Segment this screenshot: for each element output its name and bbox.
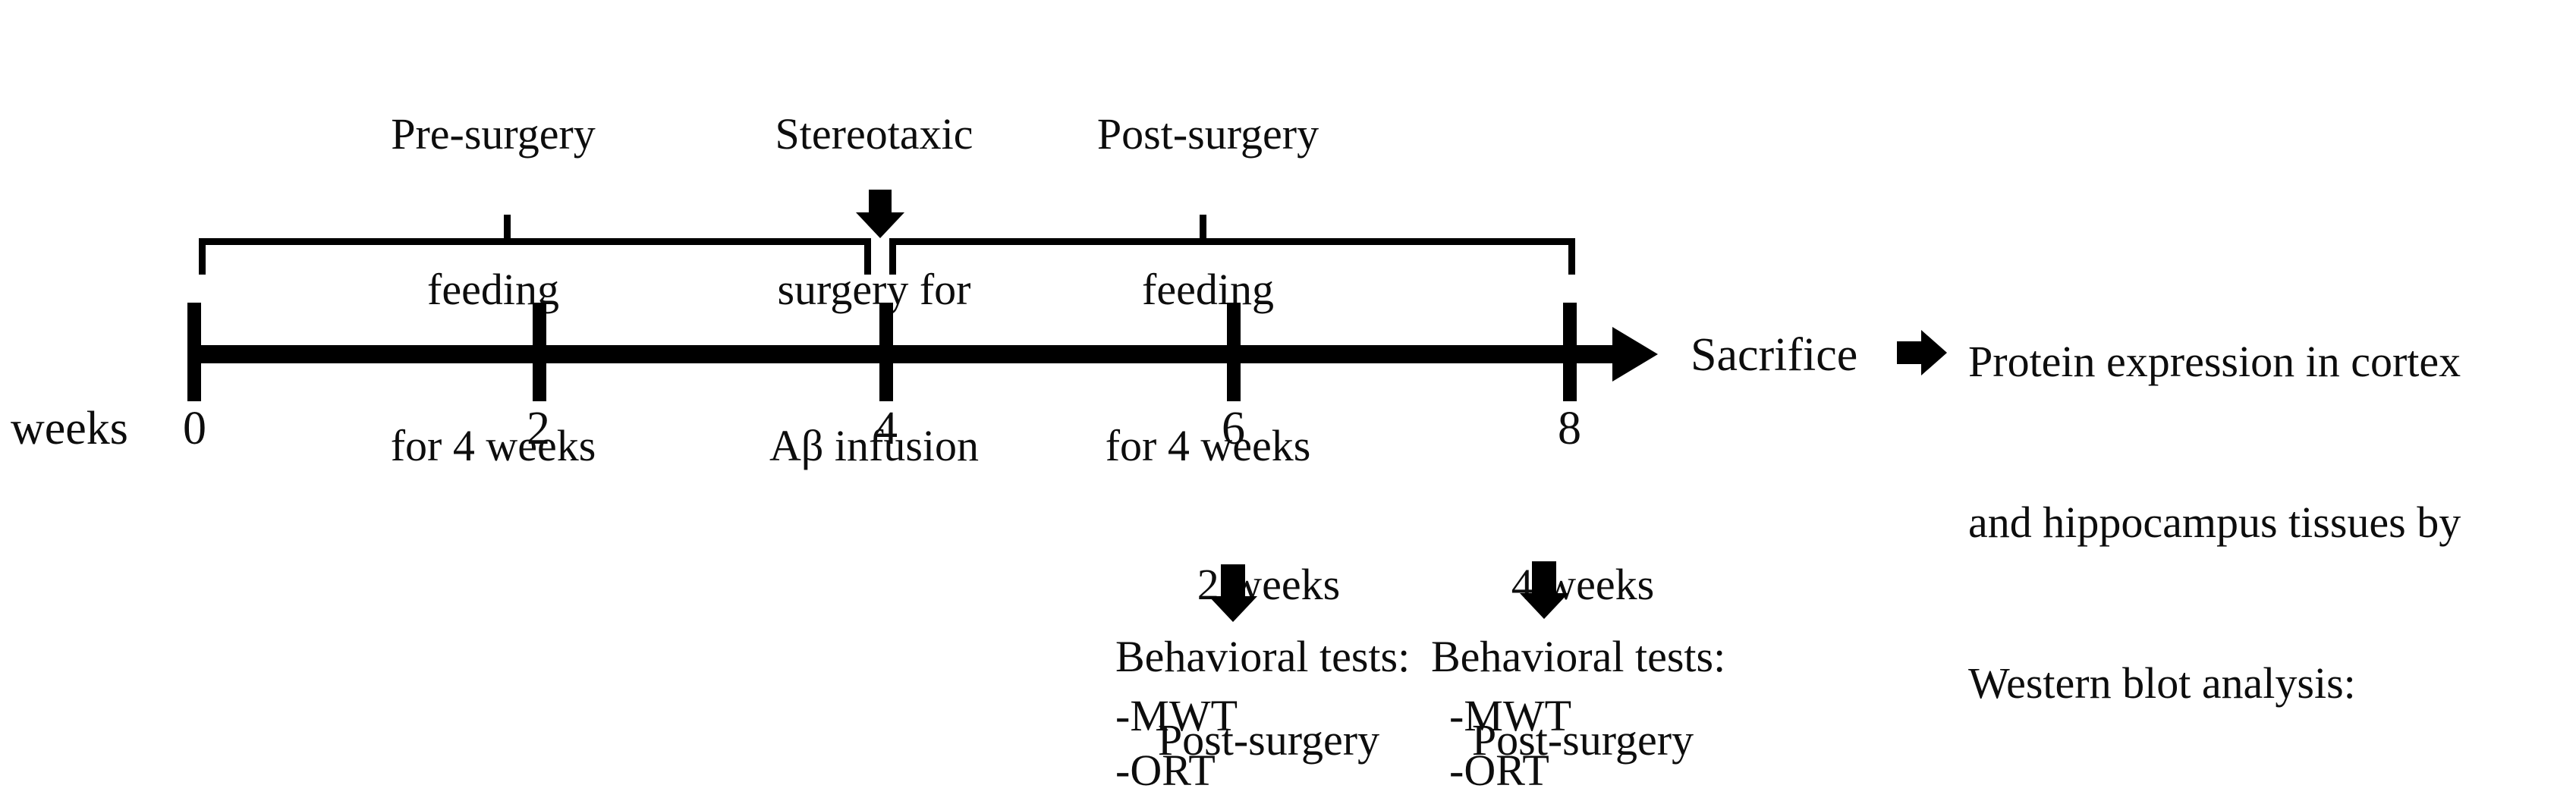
endpoint-analysis-line-3: Western blot analysis: bbox=[1968, 658, 2356, 708]
sacrifice-label: Sacrifice bbox=[1691, 329, 1858, 381]
timepoint-6-timing-line-2: Post-surgery bbox=[1157, 715, 1380, 765]
timepoint-6-down-arrow-icon bbox=[1209, 564, 1257, 622]
endpoint-analysis-line-2: and hippocampus tissues by bbox=[1968, 497, 2461, 547]
timepoint-8-tests-header: Behavioral tests: bbox=[1431, 632, 1726, 681]
tick-week-2 bbox=[533, 303, 546, 401]
tick-label-week-0: 0 bbox=[183, 403, 206, 454]
timepoint-8-test-1: -MWT bbox=[1449, 691, 1572, 740]
axis-label-weeks: weeks bbox=[11, 403, 128, 454]
timepoint-8-timing: 4 weeks Post-surgery bbox=[1472, 455, 1694, 801]
pre-surgery-phase-label: Pre-surgery feeding for 4 weeks bbox=[391, 5, 596, 576]
endpoint-analysis-line-1: Protein expression in cortex bbox=[1968, 336, 2461, 386]
tick-label-week-4: 4 bbox=[874, 403, 898, 454]
pre-surgery-line-3: for 4 weeks bbox=[390, 420, 596, 470]
pre-surgery-line-2: feeding bbox=[427, 265, 559, 315]
timepoint-6-tests-header: Behavioral tests: bbox=[1115, 632, 1411, 681]
timepoint-6-test-1: -MWT bbox=[1115, 691, 1238, 740]
surgery-line-1: Stereotaxic bbox=[775, 108, 973, 159]
tick-week-0 bbox=[187, 303, 201, 401]
timepoint-8-timing-line-1: 4 weeks bbox=[1511, 559, 1655, 609]
timeline-arrowhead-icon bbox=[1612, 327, 1658, 382]
timepoint-6-timing-line-1: 2 weeks bbox=[1197, 559, 1341, 609]
tick-week-6 bbox=[1227, 303, 1241, 401]
timepoint-8-test-2: -ORT bbox=[1449, 746, 1549, 795]
stereotaxic-surgery-label: Stereotaxic surgery for Aβ infusion bbox=[769, 5, 979, 576]
tick-label-week-8: 8 bbox=[1558, 403, 1581, 454]
post-surgery-line-1: Post-surgery bbox=[1096, 108, 1319, 159]
tick-label-week-6: 6 bbox=[1222, 403, 1245, 454]
sacrifice-to-analysis-arrow-icon bbox=[1897, 330, 1947, 375]
surgery-infusion-down-arrow-icon bbox=[856, 190, 904, 238]
post-surgery-phase-label: Post-surgery feeding for 4 weeks bbox=[1097, 5, 1319, 576]
tick-week-4 bbox=[879, 303, 893, 401]
post-surgery-line-2: feeding bbox=[1142, 265, 1274, 315]
endpoint-analysis-block: Protein expression in cortex and hippoca… bbox=[1968, 228, 2477, 801]
tick-week-8 bbox=[1563, 303, 1577, 401]
timepoint-6-test-2: -ORT bbox=[1115, 746, 1216, 795]
surgery-line-3: Aβ infusion bbox=[769, 420, 980, 470]
tick-label-week-2: 2 bbox=[527, 403, 550, 454]
timepoint-8-timing-line-2: Post-surgery bbox=[1471, 715, 1694, 765]
post-surgery-line-3: for 4 weeks bbox=[1105, 420, 1311, 470]
surgery-line-2: surgery for bbox=[777, 265, 971, 315]
pre-surgery-line-1: Pre-surgery bbox=[391, 108, 596, 159]
timepoint-8-down-arrow-icon bbox=[1520, 561, 1568, 619]
